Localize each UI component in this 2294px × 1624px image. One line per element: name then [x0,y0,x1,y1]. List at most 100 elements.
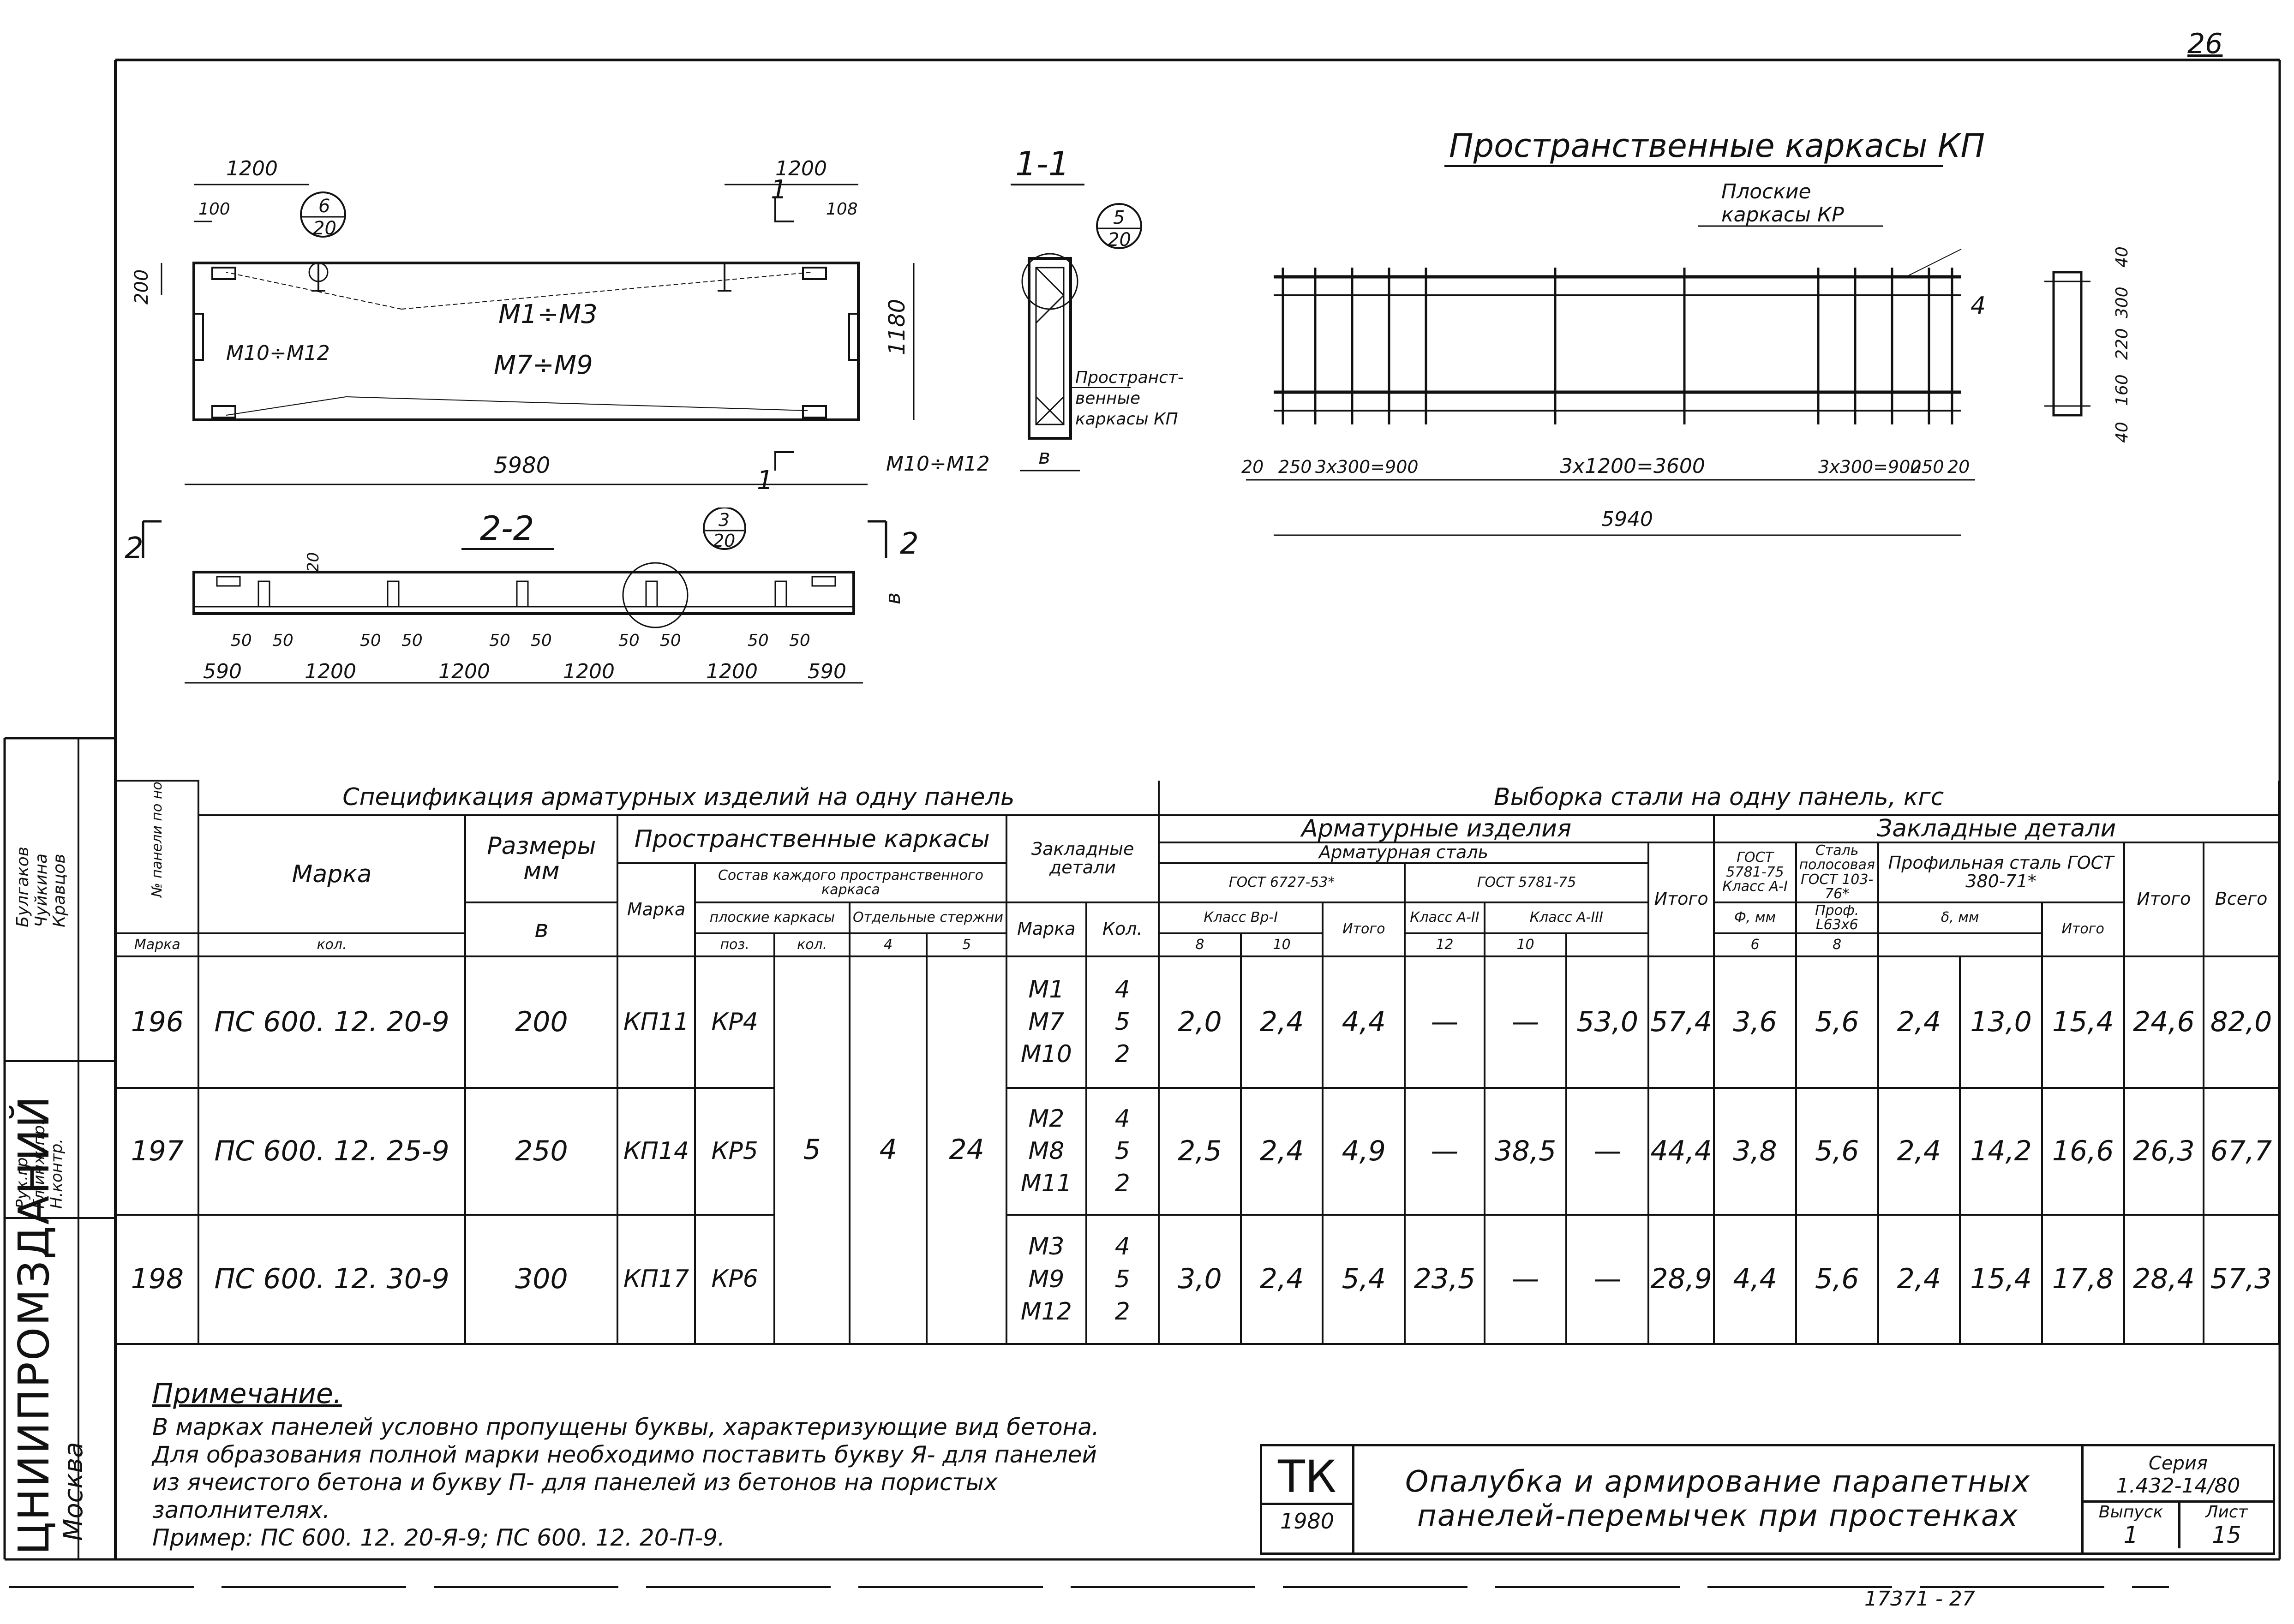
zakl-mark: М1 [1028,975,1065,1003]
zakl-qty: 4 [1114,975,1130,1003]
row-it3: 17,8 [2041,1213,2125,1345]
col-num-header: № панели по номенклатуре [115,780,199,934]
col-d10b: 10 [1483,932,1568,957]
frame-dim: 3x300=900 [1315,457,1419,477]
gap-dim: 50 [272,631,293,650]
zakl-qty: 2 [1114,1040,1130,1069]
seria-value: 1.432-14/80 [2084,1474,2273,1503]
section-2-2-depth: 20 [304,552,323,572]
row-kr: КР6 [694,1213,776,1345]
zakl-mark: М8 [1028,1137,1065,1165]
title-cell: Опалубка и армирование парапетных панеле… [1354,1446,2084,1552]
callout-1-1-den: 20 [1108,229,1131,251]
col-delta: δ, мм [1877,901,2043,934]
frame-item-num: 4 [1971,292,1986,320]
row-num: 196 [115,955,199,1089]
row-kp: КП17 [617,1213,696,1345]
row-v5: 2,4 [1240,1087,1324,1216]
page-number: 26 [2187,28,2223,60]
row-it4: 24,6 [2123,955,2205,1089]
frame-total: 5940 [1601,508,1653,531]
zakl-mark: М11 [1020,1170,1072,1198]
col-plosk: плоские каркасы [694,901,851,934]
col-otd: Отдельные стержни [848,901,1008,934]
section-mark-top: 1 [771,175,787,205]
col-d12: 12 [1404,932,1485,957]
bottom-dim: 590 [808,660,846,683]
row-it3: 15,4 [2041,955,2125,1089]
section-mark-bottom: 1 [757,466,773,496]
section-1-1-note-2: венные [1075,389,1140,408]
section-2-2-mark-left: 2 [125,531,144,566]
row-zakl-qty: 4 5 2 [1085,1087,1160,1216]
row-b: 250 [464,1087,619,1216]
row-it2: 57,4 [1647,955,1715,1089]
dim-height: 1180 [884,299,910,355]
row-total: 67,7 [2203,1087,2280,1216]
row-p6: 2,4 [1877,955,1961,1089]
row-v10: — [1483,955,1568,1089]
frame-kp-drawing: Пространственные каркасы КП Плоские карк… [1241,127,2132,536]
row-mark: ПС 600. 12. 30-9 [197,1213,467,1345]
row-num: 198 [115,1213,199,1345]
section-2-2-width: в [881,592,905,604]
panel-front-view: М1÷М3 М7÷М9 М10÷М12 М10÷М12 6 20 1200 10… [131,157,990,496]
row-total: 57,3 [2203,1213,2280,1345]
col-d4: 4 [848,932,928,957]
row-v12: — [1565,1213,1650,1345]
col-vsego-header: Всего [2203,841,2280,957]
col-gost1: ГОСТ 6727-53* [1158,862,1406,903]
shared-otd-pos: 4 [848,955,928,1345]
gap-dim: 50 [748,631,769,650]
side-dim: 160 [2113,374,2132,406]
row-v12: — [1565,1087,1650,1216]
col-prof-header: Профильная сталь ГОСТ 380-71* [1877,841,2125,903]
row-v12: 53,0 [1565,955,1650,1089]
row-mark: ПС 600. 12. 20-9 [197,955,467,1089]
col-zakl-mark: Марка [1006,901,1087,957]
stamp-role: Рук.гр. [13,1152,31,1209]
tk-year: 1980 [1262,1503,1352,1534]
stamp-role: Гл.инж.пр. [30,1120,49,1209]
zakl-mark: М3 [1028,1233,1065,1261]
col-otd-qty: кол. [773,932,851,957]
col-itogo3: Итого [2041,901,2125,957]
col-zakl-qty: Кол. [1085,901,1160,957]
gap-dim: 50 [360,631,381,650]
col-plosk-mark: Марка [115,932,199,957]
dim-top-right-small: 108 [826,200,858,219]
list-label: Лист [2205,1503,2248,1522]
row-it2: 28,9 [1647,1213,1715,1345]
gap-dim: 50 [231,631,252,650]
spec-header-right: Выборка стали на одну панель, кгс [1158,781,2280,816]
row-it4: 26,3 [2123,1087,2205,1216]
vypusk-label: Выпуск [2098,1503,2163,1522]
seria-cell: Серия 1.432-14/80 Выпуск 1 Лист 15 [2084,1446,2273,1552]
side-dim: 40 [2113,246,2132,268]
stamp-name: Чуйкина [31,853,51,927]
row-b: 300 [464,1213,619,1345]
zakl-qty: 4 [1114,1233,1130,1261]
row-p6: 2,4 [1877,1213,1961,1345]
row-it1: 4,9 [1322,1087,1406,1216]
dim-top-left-small: 100 [198,200,230,219]
vypusk-cell: Выпуск 1 [2084,1503,2180,1548]
note-line: заполнителях. [152,1497,330,1523]
side-dim: 300 [2113,287,2132,318]
section-1-1-note-3: каркасы КП [1075,410,1178,429]
col-phi-a1: Ф, мм [1713,901,1797,934]
bottom-code: 17371 - 27 [1864,1587,1975,1611]
shared-plosk-qty: 5 [773,955,851,1345]
bottom-dim: 1200 [563,660,615,683]
row-kr: КР4 [694,955,776,1089]
bottom-dim: 1200 [438,660,490,683]
note-line: из ячеистого бетона и букву П- для панел… [152,1469,998,1496]
list-value: 15 [2212,1522,2241,1548]
col-prof-size: Проф. L63x6 [1795,901,1879,934]
stamp-roles: Рук.гр. Гл.инж.пр. Н.контр. [13,1070,115,1209]
stamp-role: Н.контр. [47,1138,66,1209]
note-line: В марках панелей условно пропущены буквы… [152,1414,1099,1440]
dim-length: 5980 [494,453,550,478]
row-v8: — [1404,1087,1485,1216]
row-kr: КР5 [694,1087,776,1216]
